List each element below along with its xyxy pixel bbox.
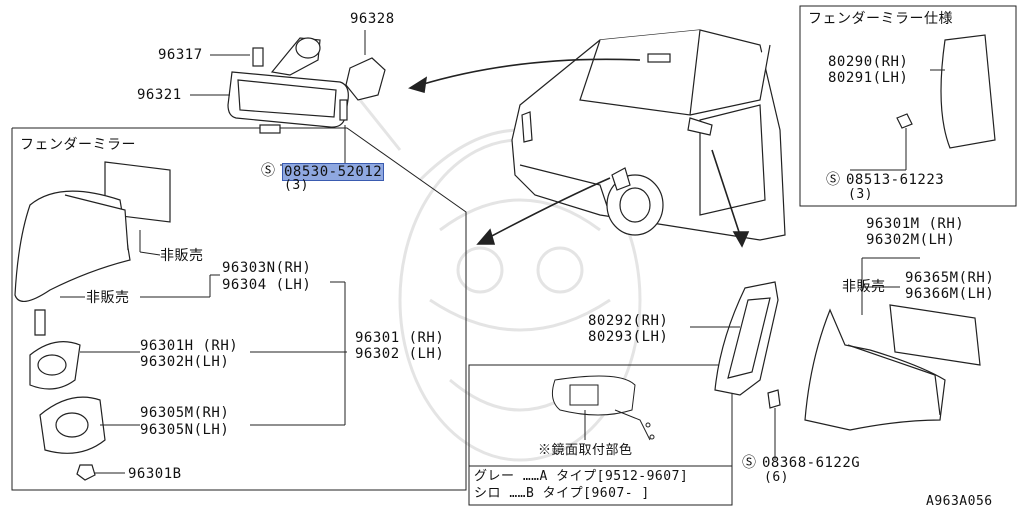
part-96365m[interactable]: 96365M(RH) [905, 270, 995, 286]
part-08513-61223[interactable]: 08513-61223 [846, 172, 945, 188]
part-08530-52012[interactable]: 08530-52012 [282, 163, 385, 181]
door-mirror-drawing [714, 281, 981, 431]
part-96302[interactable]: 96302 (LH) [355, 346, 445, 362]
color-mirror-drawing [551, 375, 655, 441]
part-96303n[interactable]: 96303N(RH) [222, 260, 312, 276]
part-96305n[interactable]: 96305N(LH) [140, 422, 230, 438]
not-sold-label-2: 非販売 [86, 290, 130, 306]
inner-mirror-drawing [227, 37, 386, 134]
fender-mirror-box [11, 127, 467, 491]
part-96301b[interactable]: 96301B [128, 466, 182, 482]
white-type-row: シロ ……B タイプ[9607- ] [474, 486, 650, 501]
color-box [468, 364, 733, 506]
bolt-top-qty: (3) [284, 178, 309, 193]
part-96304[interactable]: 96304 (LH) [222, 277, 312, 293]
diagram-id: A963A056 [926, 494, 993, 509]
part-96301m[interactable]: 96301M (RH) [866, 216, 965, 232]
fender-mirror-title: フェンダーミラー [20, 137, 136, 153]
part-96366m[interactable]: 96366M(LH) [905, 286, 995, 302]
bolt-symbol-spec: Ⓢ [826, 172, 841, 188]
not-sold-label-1: 非販売 [160, 248, 204, 264]
part-80293[interactable]: 80293(LH) [588, 329, 669, 345]
part-80290[interactable]: 80290(RH) [828, 54, 909, 70]
part-96317[interactable]: 96317 [158, 47, 203, 63]
part-80292[interactable]: 80292(RH) [588, 313, 669, 329]
grey-type-row: グレー ……A タイプ[9512-9607] [474, 469, 689, 484]
part-96328[interactable]: 96328 [350, 11, 395, 27]
bolt-symbol-door: Ⓢ [742, 455, 757, 471]
bolt-symbol-top: Ⓢ [261, 163, 276, 179]
color-note: ※鏡面取付部色 [538, 443, 633, 458]
spec-box-title: フェンダーミラー仕様 [808, 11, 953, 27]
not-sold-label-3: 非販売 [842, 279, 886, 295]
bolt-spec-qty: (3) [848, 187, 873, 202]
part-80291[interactable]: 80291(LH) [828, 70, 909, 86]
spec-cover-drawing [896, 34, 996, 149]
part-08368-6122g[interactable]: 08368-6122G [762, 455, 861, 471]
car-drawing [511, 29, 786, 241]
spec-box [799, 5, 1017, 207]
part-96321[interactable]: 96321 [137, 87, 182, 103]
part-96302m[interactable]: 96302M(LH) [866, 232, 956, 248]
part-96302h[interactable]: 96302H(LH) [140, 354, 230, 370]
bolt-door-qty: (6) [764, 470, 789, 485]
pointer-arrows [408, 58, 750, 248]
fender-mirror-drawing [14, 161, 171, 481]
part-96301[interactable]: 96301 (RH) [355, 330, 445, 346]
part-96305m[interactable]: 96305M(RH) [140, 405, 230, 421]
part-96301h[interactable]: 96301H (RH) [140, 338, 239, 354]
